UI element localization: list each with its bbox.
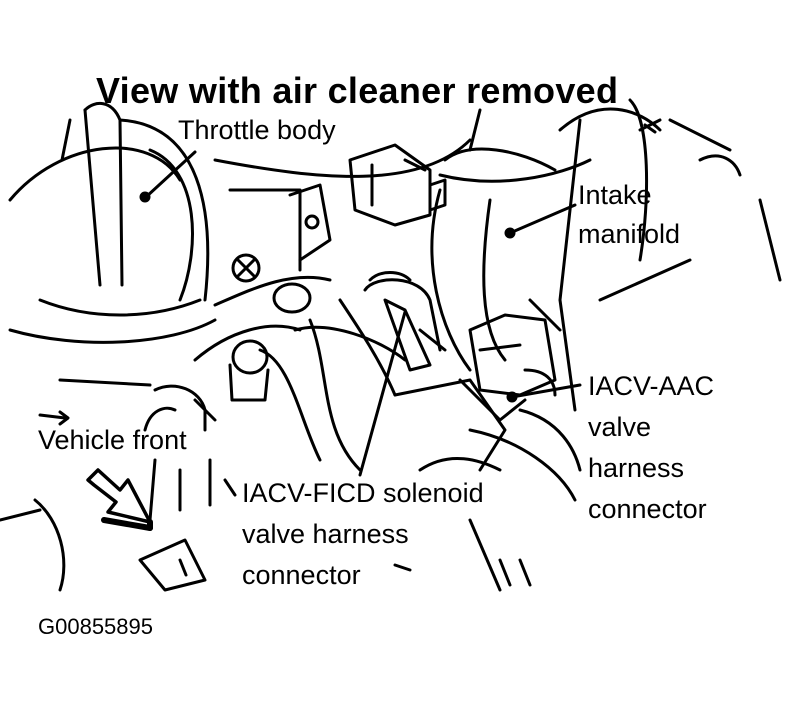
label-throttle-body: Throttle body — [178, 115, 336, 145]
solenoid-drawing — [193, 253, 582, 502]
throttle-body-drawing — [8, 101, 217, 387]
figure-id: G00855895 — [38, 614, 153, 639]
leader-lines — [144, 150, 582, 477]
diagram-title: View with air cleaner removed — [96, 70, 619, 111]
label-iacv-ficd: IACV-FICD solenoid valve harness connect… — [242, 478, 484, 590]
label-vehicle-front: Vehicle front — [38, 425, 187, 455]
label-iacv-aac: IACV-AAC valve harness connector — [588, 371, 715, 524]
vehicle-front-arrow — [86, 468, 153, 531]
lower-parts-drawing — [0, 384, 532, 592]
manifold-drawing — [213, 98, 782, 412]
label-intake-manifold: Intake manifold — [578, 180, 681, 250]
